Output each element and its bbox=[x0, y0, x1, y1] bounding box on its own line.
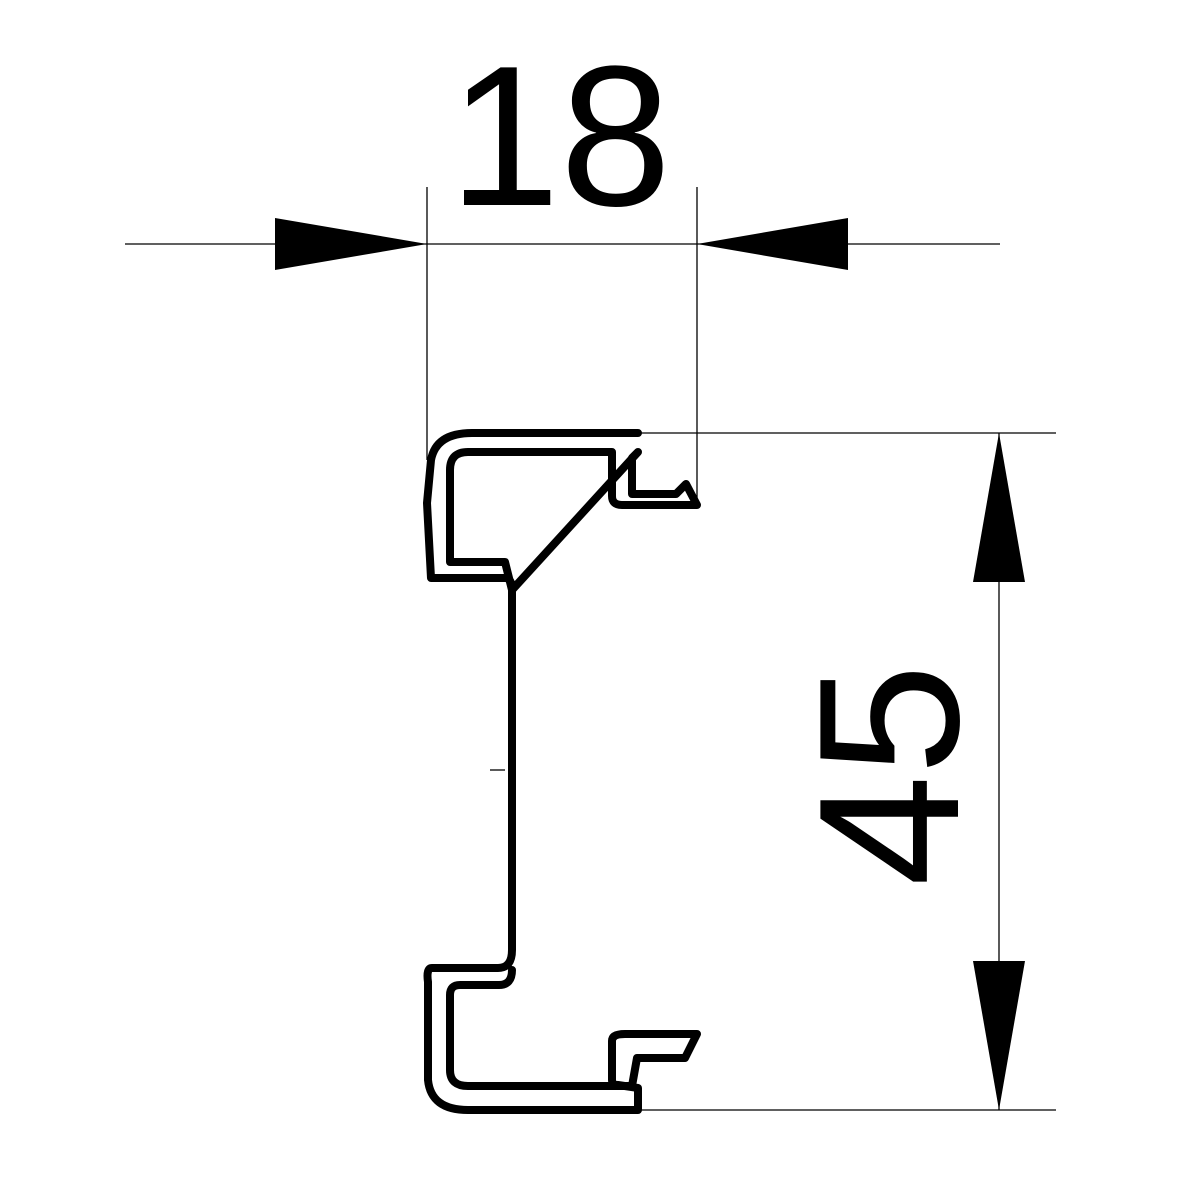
height-dimension-label: 45 bbox=[778, 664, 1001, 886]
width-dimension-label: 18 bbox=[449, 25, 671, 248]
rail-profile-outline bbox=[423, 429, 701, 1114]
width-arrow-left bbox=[275, 218, 427, 270]
width-arrow-right bbox=[697, 218, 848, 270]
height-arrow-bottom bbox=[973, 961, 1025, 1110]
height-arrow-top bbox=[973, 433, 1025, 582]
